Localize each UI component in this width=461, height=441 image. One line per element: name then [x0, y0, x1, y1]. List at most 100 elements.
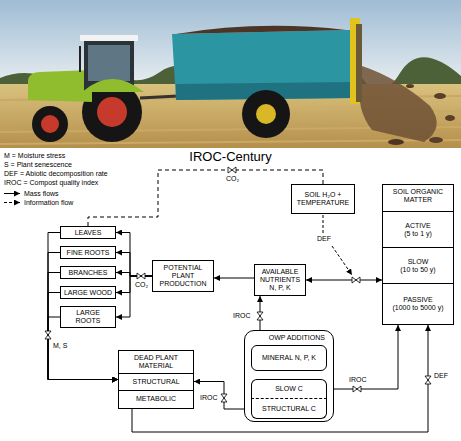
mass-flow: [132, 325, 428, 432]
info-line: [323, 215, 324, 233]
box-heading: OWP ADDITIONS: [245, 331, 333, 342]
process-box: ACTIVE(5 to 1 y): [383, 211, 453, 247]
legend-text: IROC = Compost quality index: [4, 179, 98, 186]
process-box: PASSIVE(1000 to 5000 y): [383, 283, 453, 323]
compost-spray: [359, 66, 437, 142]
compost-load: [172, 26, 350, 34]
process-box: AVAILABLE NUTRIENTS N, P, K: [254, 264, 306, 296]
connector-group: [48, 170, 428, 432]
mass-flow: [116, 253, 152, 277]
compost-clod: [388, 139, 404, 145]
flow-label: CO₂: [134, 281, 149, 289]
tractor-hood: [28, 70, 92, 102]
legend-line-sample: [4, 193, 20, 194]
legend-row: S = Plant senescence: [4, 160, 72, 169]
process-box: LEAVES: [60, 226, 116, 239]
valve-symbol: [228, 167, 236, 173]
box-label: DEAD PLANT MATERIAL: [122, 354, 190, 370]
beater: [356, 24, 362, 102]
flow-label: M, S: [52, 342, 68, 350]
compost-clod: [445, 115, 455, 121]
legend-row: DEF = Abiotic decomposition rate: [4, 169, 108, 178]
mass-flow: [116, 276, 152, 317]
box-label: LEAVES: [75, 229, 102, 237]
box-label: (5 to 1 y): [404, 230, 432, 238]
box-label: (10 to 50 y): [400, 266, 435, 274]
mass-flow: [116, 276, 152, 293]
process-box: FINE ROOTS: [60, 246, 116, 259]
process-box: MINERAL N, P, K: [251, 345, 327, 371]
box-label: LARGE ROOTS: [63, 309, 113, 325]
box-label: SOIL H₂O + TEMPERATURE: [294, 191, 352, 207]
tractor-fender: [82, 79, 144, 92]
valve-symbol: [137, 273, 145, 279]
legend-row: IROC = Compost quality index: [4, 178, 98, 187]
tractor-photo: [0, 0, 461, 148]
process-box: STRUCTURAL C: [251, 399, 327, 419]
wheel-rim: [97, 97, 127, 127]
box-label: STRUCTURAL: [132, 378, 179, 386]
information-flow: [88, 170, 323, 226]
box-label: MINERAL N, P, K: [262, 354, 316, 362]
process-box: POTENTIAL PLANT PRODUCTION: [152, 260, 214, 292]
process-box: SLOW(10 to 50 y): [383, 247, 453, 283]
box-label: (1000 to 5000 y): [393, 304, 444, 312]
container-box: SOIL ORGANIC MATTERACTIVE(5 to 1 y)SLOW(…: [382, 184, 454, 325]
mass-flow: [48, 273, 118, 380]
valve-symbol: [425, 376, 431, 384]
box-label: PASSIVE: [403, 296, 432, 304]
valve-group: [45, 167, 431, 402]
box-label: FINE ROOTS: [67, 249, 110, 257]
tractor-front-wheel: [32, 106, 68, 142]
mass-flow: [214, 278, 254, 279]
process-box: BRANCHES: [60, 266, 116, 279]
process-box: METABOLIC: [119, 390, 193, 407]
valve-symbol: [221, 394, 227, 402]
box-label: SLOW C: [275, 385, 303, 393]
flow-label: IROC: [348, 376, 368, 384]
flow-label: CO₂: [225, 175, 240, 183]
box-label: AVAILABLE NUTRIENTS N, P, K: [260, 268, 300, 292]
mass-flow: [48, 233, 118, 380]
valve-symbol: [45, 331, 51, 339]
wheel-hub: [256, 104, 276, 124]
wheel-rim: [41, 115, 59, 133]
box-label: BRANCHES: [69, 269, 108, 277]
flow-label: DEF: [316, 235, 332, 243]
box-label: POTENTIAL PLANT PRODUCTION: [155, 264, 211, 288]
valve-symbol: [352, 277, 360, 283]
box-label: STRUCTURAL C: [262, 405, 316, 413]
process-box: SOIL H₂O + TEMPERATURE: [291, 184, 355, 214]
mass-flow: [48, 293, 118, 380]
process-box: STRUCTURAL: [119, 373, 193, 390]
valve-symbol: [353, 386, 361, 392]
legend-text: Information flow: [24, 199, 73, 206]
box-label: SOIL ORGANIC MATTER: [386, 188, 450, 204]
process-box: SLOW C: [251, 379, 327, 399]
legend-text: S = Plant senescence: [4, 161, 72, 168]
mass-flow: [327, 325, 398, 389]
compost-clod: [406, 84, 414, 88]
box-label: METABOLIC: [136, 395, 176, 403]
compost-clod: [434, 93, 446, 99]
flow-label: IROC: [199, 394, 219, 402]
legend-row: Information flow: [24, 198, 73, 207]
legend-text: M = Moisture stress: [4, 152, 65, 159]
box-heading: SOIL ORGANIC MATTER: [383, 185, 453, 204]
legend-text: DEF = Abiotic decomposition rate: [4, 170, 108, 177]
cab-window: [88, 45, 130, 81]
legend-dash-sample: [4, 202, 20, 203]
box-label: ACTIVE: [405, 222, 430, 230]
box-heading: DEAD PLANT MATERIAL: [119, 351, 193, 370]
box-label: SLOW: [408, 258, 429, 266]
box-label: LARGE WOOD: [64, 289, 112, 297]
container-box: OWP ADDITIONS MINERAL N, P, K SLOW C STRUCT…: [244, 330, 334, 422]
mass-flow: [116, 273, 152, 277]
diagram-title: IROC-Century: [160, 149, 301, 164]
process-box: LARGE ROOTS: [60, 306, 116, 328]
process-box: LARGE WOOD: [60, 286, 116, 299]
mass-flow: [48, 253, 118, 380]
legend-row: M = Moisture stress: [4, 151, 65, 160]
spreader-wheel: [242, 90, 290, 138]
